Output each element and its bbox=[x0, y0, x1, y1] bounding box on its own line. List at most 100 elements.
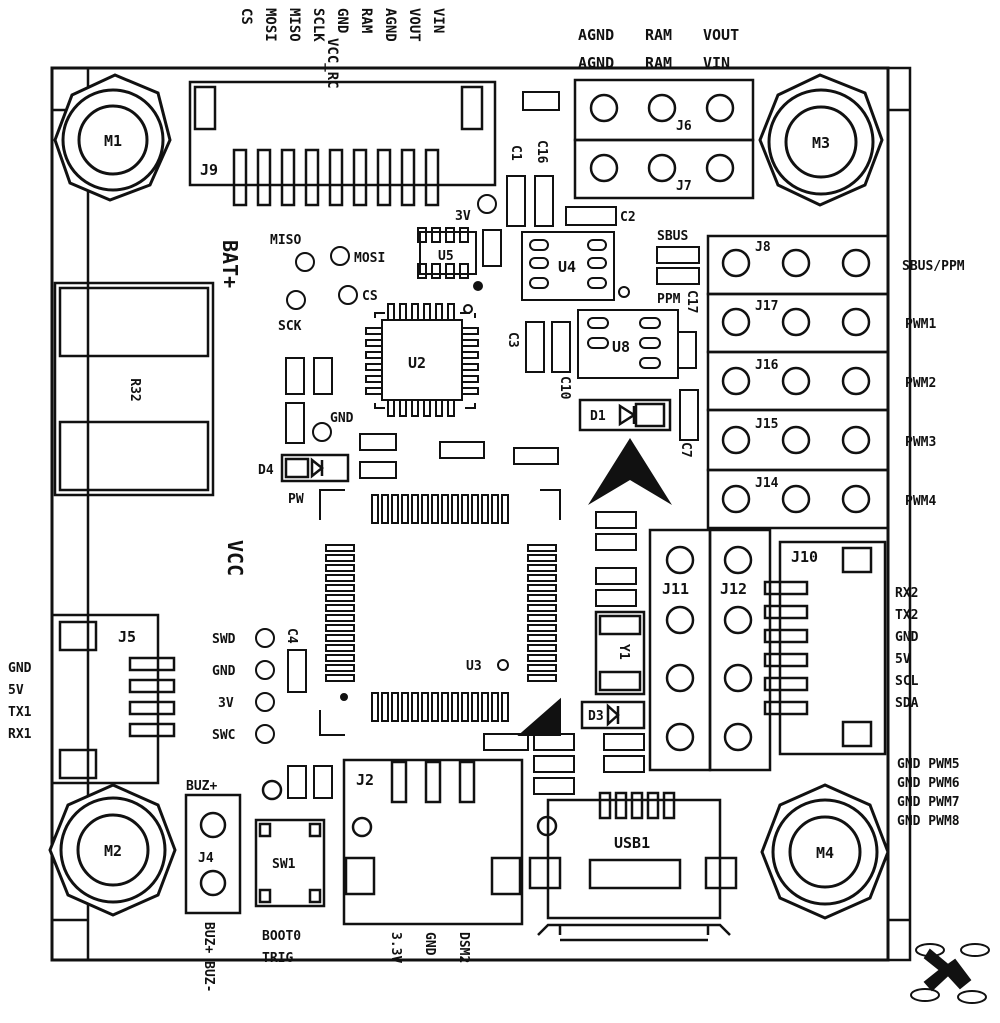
u3-label: U3 bbox=[466, 659, 482, 674]
pwm7-label: GND PWM7 bbox=[897, 795, 960, 810]
mosi-label: MOSI bbox=[354, 251, 385, 266]
j12-label: J12 bbox=[720, 580, 747, 598]
j2-pin-3v3: 3.3V bbox=[388, 932, 403, 963]
u8-label: U8 bbox=[612, 338, 630, 356]
j7-bottom-vin: VIN bbox=[703, 54, 730, 72]
c4-label: C4 bbox=[284, 628, 299, 644]
j2-pin-gnd: GND bbox=[422, 932, 437, 956]
connector-j11-j12 bbox=[648, 528, 772, 772]
mount-m4 bbox=[760, 783, 890, 920]
mount-m3-label: M3 bbox=[812, 134, 830, 152]
right-headers bbox=[706, 234, 890, 530]
j10-sda: SDA bbox=[895, 696, 919, 711]
j5-gnd: GND bbox=[8, 661, 32, 676]
j9-pin-mosi: MOSI bbox=[262, 8, 278, 42]
capacitors-mid bbox=[525, 321, 699, 441]
j6-top-vout: VOUT bbox=[703, 26, 739, 44]
connector-j9 bbox=[188, 80, 497, 207]
j5-tx1: TX1 bbox=[8, 705, 32, 720]
connector-j4 bbox=[184, 779, 283, 915]
pwm8-label: GND PWM8 bbox=[897, 814, 960, 829]
mount-m1-label: M1 bbox=[104, 132, 122, 150]
gnd-pad-label: GND bbox=[330, 411, 354, 426]
j9-label: J9 bbox=[200, 161, 218, 179]
r32-label: R32 bbox=[127, 378, 142, 401]
sw1-label: SW1 bbox=[272, 857, 296, 872]
drone-logo bbox=[910, 943, 990, 1004]
mount-m1 bbox=[53, 73, 172, 202]
d4-label: D4 bbox=[258, 463, 274, 478]
chip-u5 bbox=[417, 227, 477, 279]
board-frame bbox=[50, 66, 890, 962]
miso-label: MISO bbox=[270, 233, 301, 248]
j9-pin-miso: MISO bbox=[286, 8, 302, 42]
vcc-label: VCC bbox=[223, 540, 247, 576]
boot0-label: BOOT0 bbox=[262, 929, 301, 944]
sbus-ppm-label: SBUS/PPM bbox=[902, 259, 965, 274]
c7-label: C7 bbox=[678, 442, 693, 458]
pwm5-label: GND PWM5 bbox=[897, 757, 960, 772]
swd-3v-label: 3V bbox=[218, 696, 234, 711]
pw-label: PW bbox=[288, 492, 304, 507]
swc-label: SWC bbox=[212, 728, 235, 743]
connector-usb1 bbox=[528, 791, 738, 942]
passives-cluster bbox=[285, 357, 645, 799]
pwm2-label: PWM2 bbox=[905, 376, 936, 391]
mount-m3 bbox=[758, 73, 884, 207]
pwm4-label: PWM4 bbox=[905, 494, 936, 509]
cs-label: CS bbox=[362, 289, 378, 304]
sbus-pad-label: SBUS bbox=[657, 229, 688, 244]
pwm1-label: PWM1 bbox=[905, 317, 936, 332]
j9-pin-vout: VOUT bbox=[406, 8, 422, 42]
j7-bottom-ram: RAM bbox=[645, 54, 672, 72]
j9-pin-agnd: AGND bbox=[382, 8, 398, 42]
buz-plus-label: BUZ+ bbox=[186, 779, 217, 794]
ppm-pad-label: PPM bbox=[657, 292, 681, 307]
j11-label: J11 bbox=[662, 580, 689, 598]
j10-label: J10 bbox=[791, 548, 818, 566]
j9-pin-labels: CS MOSI MISO SCLK GND RAM AGND VOUT VIN … bbox=[238, 8, 446, 89]
diode-d3 bbox=[580, 700, 646, 730]
j9-pin-vcc-rc: VCC_RC bbox=[324, 38, 340, 89]
swd-pads bbox=[255, 628, 275, 744]
connector-j5 bbox=[50, 613, 176, 785]
trig-label: TRIG bbox=[262, 951, 293, 966]
resistor-r32 bbox=[53, 281, 215, 497]
j7-label: J7 bbox=[676, 179, 692, 194]
capacitors-top bbox=[482, 91, 617, 267]
u5-pin1-dot bbox=[473, 281, 483, 291]
chip-u2 bbox=[365, 303, 479, 417]
pwm3-label: PWM3 bbox=[905, 435, 936, 450]
mount-m4-label: M4 bbox=[816, 844, 834, 862]
diode-d4 bbox=[280, 453, 350, 483]
sck-label: SCK bbox=[278, 319, 302, 334]
j9-pin-sclk: SCLK bbox=[310, 8, 326, 42]
j2-pin-dsm2: DSM2 bbox=[456, 932, 471, 963]
j8-label: J8 bbox=[755, 240, 771, 255]
c3-label: C3 bbox=[505, 332, 520, 348]
j10-rx2: RX2 bbox=[895, 586, 918, 601]
mount-m2-label: M2 bbox=[104, 842, 122, 860]
diode-d1 bbox=[578, 398, 672, 432]
j5-rx1: RX1 bbox=[8, 727, 32, 742]
switch-sw1 bbox=[254, 818, 326, 908]
connector-j2 bbox=[342, 758, 558, 926]
sbus-ppm-pads bbox=[656, 246, 700, 285]
j9-pin-ram: RAM bbox=[358, 8, 374, 33]
j10-5v: 5V bbox=[895, 652, 911, 667]
j2-label: J2 bbox=[356, 771, 374, 789]
y1-label: Y1 bbox=[616, 644, 631, 660]
usb1-label: USB1 bbox=[614, 834, 650, 852]
swd-gnd-label: GND bbox=[212, 664, 236, 679]
j7-bottom-agnd: AGND bbox=[578, 54, 614, 72]
j17-label: J17 bbox=[755, 299, 778, 314]
j5-5v: 5V bbox=[8, 683, 24, 698]
c10-label: C10 bbox=[557, 376, 572, 400]
c16-label: C16 bbox=[534, 140, 549, 164]
u5-label: U5 bbox=[438, 249, 454, 264]
connector-j6-j7 bbox=[573, 78, 755, 200]
spi-pads bbox=[286, 194, 497, 442]
j10-gnd: GND bbox=[895, 630, 919, 645]
connector-j10 bbox=[763, 540, 887, 756]
